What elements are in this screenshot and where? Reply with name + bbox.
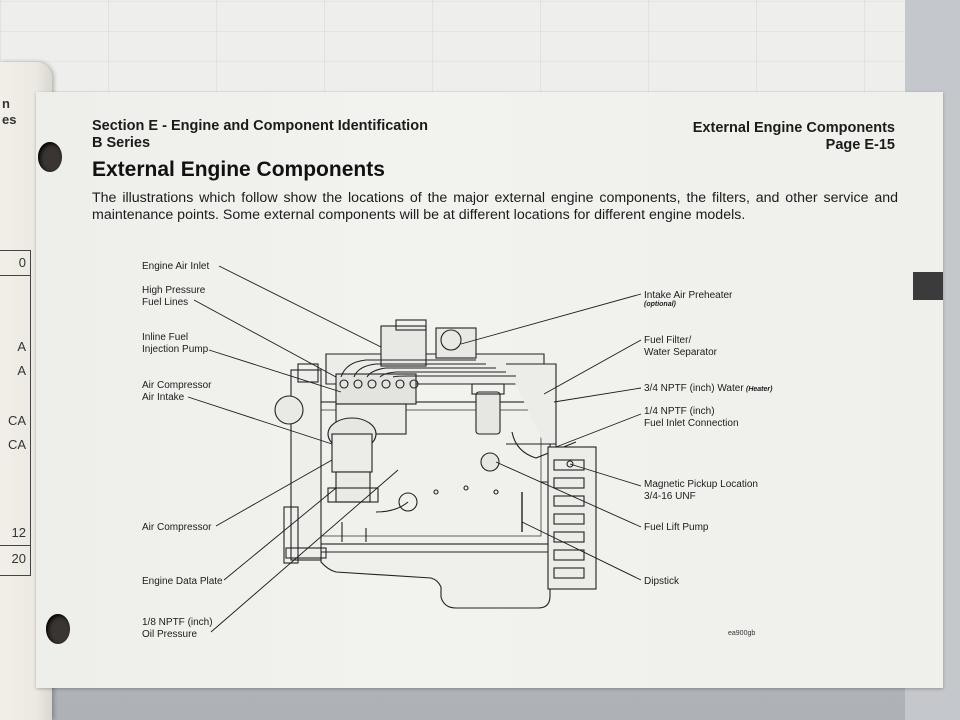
leader-lines	[187, 265, 642, 633]
label-water-heater-note: (Heater)	[746, 386, 773, 393]
prev-table-cell: 12	[11, 525, 26, 540]
grid-paper-background	[0, 0, 906, 92]
binder-hole	[46, 614, 70, 644]
label-air-compressor-air-intake: Air Compressor	[142, 380, 212, 391]
prev-table-cell: CA	[7, 413, 26, 428]
label-magnetic-pickup-location: Magnetic Pickup Location	[644, 479, 758, 490]
section-tab-marker	[913, 272, 943, 300]
label-fuel-inlet-connection: 1/4 NPTF (inch)	[644, 406, 715, 417]
page-number: Page E-15	[825, 137, 895, 153]
prev-table-cell: A	[17, 363, 26, 378]
label-fuel-filter-water-separator: Fuel Filter/	[644, 335, 691, 346]
prev-page-table: 0 A A CA CA 12 20	[0, 250, 31, 576]
prev-page-text-fragment: n	[2, 96, 10, 111]
running-title: External Engine Components	[692, 120, 895, 136]
prev-table-cell: 20	[11, 551, 26, 566]
manual-page: Section E - Engine and Component Identif…	[36, 92, 943, 688]
binder-hole	[38, 142, 62, 172]
label-intake-air-preheater-note: (optional)	[644, 301, 677, 308]
right-labels: Intake Air Preheater (optional) Fuel Fil…	[644, 290, 773, 587]
prev-page-text-fragment: es	[2, 112, 17, 127]
label-engine-data-plate: Engine Data Plate	[142, 576, 223, 587]
label-water-heater-port: 3/4 NPTF (inch) Water	[644, 383, 744, 394]
label-air-compressor-air-intake: Air Intake	[142, 392, 185, 403]
label-magnetic-pickup-location: 3/4-16 UNF	[644, 491, 696, 502]
running-header: External Engine Components Page E-15	[693, 120, 895, 154]
label-engine-air-inlet: Engine Air Inlet	[142, 261, 209, 272]
left-labels: Engine Air Inlet High Pressure Fuel Line…	[142, 261, 223, 640]
figure-id: ea900gb	[728, 630, 755, 637]
engine-diagram: Engine Air Inlet High Pressure Fuel Line…	[142, 261, 773, 640]
label-fuel-lift-pump: Fuel Lift Pump	[644, 522, 709, 533]
prev-table-cell: A	[17, 339, 26, 354]
label-fuel-inlet-connection: Fuel Inlet Connection	[644, 418, 739, 429]
label-high-pressure-fuel-lines: High Pressure	[142, 285, 206, 296]
label-inline-fuel-injection-pump: Injection Pump	[142, 344, 209, 355]
intro-paragraph: The illustrations which follow show the …	[92, 190, 898, 223]
label-dipstick: Dipstick	[644, 576, 680, 587]
prev-table-cell: CA	[7, 437, 26, 452]
prev-table-cell: 0	[18, 255, 26, 270]
label-oil-pressure-port: 1/8 NPTF (inch)	[142, 617, 213, 628]
section-header: Section E - Engine and Component Identif…	[92, 118, 428, 152]
label-inline-fuel-injection-pump: Inline Fuel	[142, 332, 188, 343]
label-high-pressure-fuel-lines: Fuel Lines	[142, 297, 188, 308]
label-intake-air-preheater: Intake Air Preheater	[644, 290, 733, 301]
label-air-compressor: Air Compressor	[142, 522, 212, 533]
section-subtitle: B Series	[92, 135, 151, 151]
engine-drawing	[274, 319, 597, 609]
label-oil-pressure-port: Oil Pressure	[142, 629, 197, 640]
label-fuel-filter-water-separator: Water Separator	[644, 347, 718, 358]
page-heading: External Engine Components	[92, 158, 385, 181]
section-title: Section E - Engine and Component Identif…	[92, 118, 428, 134]
